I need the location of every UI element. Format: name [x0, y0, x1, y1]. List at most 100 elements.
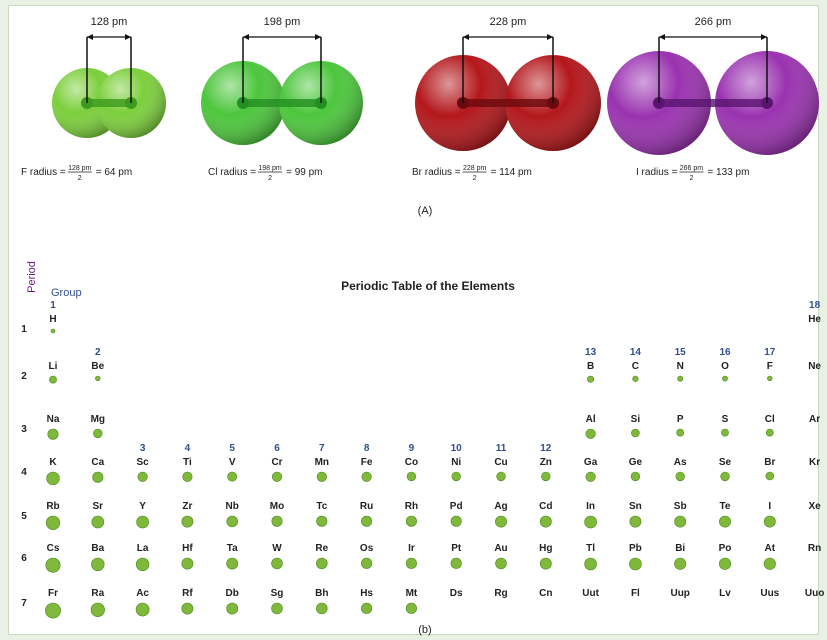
atomic-radius-ball [632, 375, 639, 382]
period-number: 7 [21, 598, 27, 609]
element-symbol: W [272, 543, 282, 554]
atomic-radius-ball [674, 557, 687, 570]
element-symbol: Bh [315, 588, 328, 599]
fraction-numerator: 198 pm [258, 165, 282, 172]
radius-label: I radius = [636, 167, 678, 178]
atomic-radius-ball [91, 557, 105, 572]
element-symbol: I [768, 501, 771, 512]
atomic-radius-ball [47, 428, 59, 440]
radius-result: = 133 pm [707, 167, 749, 178]
element-symbol: As [674, 457, 687, 468]
atomic-radius-ball [45, 515, 61, 530]
atomic-radius-ball [541, 471, 551, 482]
atomic-radius-ball [45, 602, 61, 619]
element-symbol: Tl [586, 543, 595, 554]
atomic-radius-ball [495, 515, 507, 528]
atomic-radius-ball [181, 557, 194, 570]
element-symbol: P [677, 414, 684, 425]
element-symbol: Ag [494, 501, 507, 512]
atomic-radius-ball [135, 557, 150, 572]
arrowhead [659, 34, 665, 40]
element-symbol: Ac [136, 588, 149, 599]
period-number: 3 [21, 424, 27, 435]
atomic-radius-ball [585, 471, 596, 482]
element-symbol: Rf [182, 588, 193, 599]
arrowhead [125, 34, 131, 40]
atomic-radius-ball [721, 428, 729, 437]
element-symbol: Zr [182, 501, 192, 512]
element-symbol: Db [226, 588, 239, 599]
period-number: 6 [21, 553, 27, 564]
atomic-radius-ball [763, 515, 776, 528]
atomic-radius-ball [182, 471, 193, 482]
element-symbol: Ne [808, 361, 821, 372]
group-number: 17 [764, 347, 776, 358]
atomic-radius-ball [271, 557, 283, 570]
element-symbol: Ds [450, 588, 463, 599]
element-symbol: Ar [809, 414, 820, 425]
atomic-radius-ball [271, 515, 283, 527]
atomic-radius-ball [495, 557, 507, 570]
element-symbol: Sr [93, 501, 104, 512]
radius-result: = 64 pm [96, 167, 132, 178]
element-symbol: Si [631, 414, 641, 425]
element-symbol: Cn [539, 588, 552, 599]
element-symbol: Fe [361, 457, 373, 468]
element-symbol: Hs [360, 588, 373, 599]
atomic-radius-ball [93, 428, 103, 439]
radius-result: = 114 pm [491, 167, 532, 178]
group-number: 14 [630, 347, 642, 358]
group-number: 5 [229, 443, 235, 454]
element-symbol: Uut [582, 588, 599, 599]
element-symbol: Sg [271, 588, 284, 599]
element-symbol: Hg [539, 543, 552, 554]
radius-label: Cl radius = [208, 167, 256, 178]
element-symbol: Ca [91, 457, 104, 468]
group-number: 4 [185, 443, 191, 454]
bond-length-label: 228 pm [490, 16, 527, 28]
molecule-3: 266 pmI radius = 266 pm2= 133 pm [607, 16, 819, 182]
element-symbol: Uup [670, 588, 689, 599]
element-symbol: Sc [136, 457, 149, 468]
bond-bar [243, 99, 321, 107]
atomic-radius-ball [45, 557, 61, 573]
element-symbol: Os [360, 543, 374, 554]
element-symbol: Pd [450, 501, 463, 512]
group-number: 18 [809, 300, 821, 311]
element-symbol: Sb [674, 501, 687, 512]
group-number: 2 [95, 347, 101, 358]
element-symbol: Ir [408, 543, 415, 554]
atomic-radius-ball [316, 602, 328, 615]
element-symbol: Mt [406, 588, 418, 599]
atomic-radius-ball [405, 557, 417, 569]
group-axis-label: Group [51, 287, 82, 299]
atomic-radius-ball [765, 471, 775, 481]
element-symbol: Ni [451, 457, 461, 468]
atomic-radius-ball [50, 328, 56, 334]
element-symbol: Zn [540, 457, 552, 468]
element-symbol: Rh [405, 501, 418, 512]
atomic-radius-ball [496, 471, 506, 482]
atomic-radius-ball [720, 471, 730, 482]
atomic-radius-ball [450, 515, 462, 527]
atomic-radius-ball [46, 471, 60, 486]
atomic-radius-ball [227, 471, 238, 482]
atomic-radius-ball [719, 515, 731, 528]
group-number: 11 [496, 443, 507, 454]
element-symbol: O [721, 361, 729, 372]
atomic-radius-ball [631, 428, 640, 438]
element-symbol: F [767, 361, 773, 372]
element-symbol: Mo [270, 501, 284, 512]
element-symbol: H [49, 314, 56, 325]
atomic-radius-ball [630, 471, 641, 482]
atomic-radius-ball [405, 602, 417, 614]
atomic-radius-ball [677, 375, 684, 382]
atomic-radius-ball [718, 557, 732, 570]
bond-length-label: 266 pm [695, 16, 732, 28]
atomic-radius-ball [181, 515, 194, 528]
bond-length-label: 198 pm [264, 16, 301, 28]
element-symbol: Co [405, 457, 418, 468]
element-symbol: Fr [48, 588, 58, 599]
group-number: 16 [719, 347, 731, 358]
